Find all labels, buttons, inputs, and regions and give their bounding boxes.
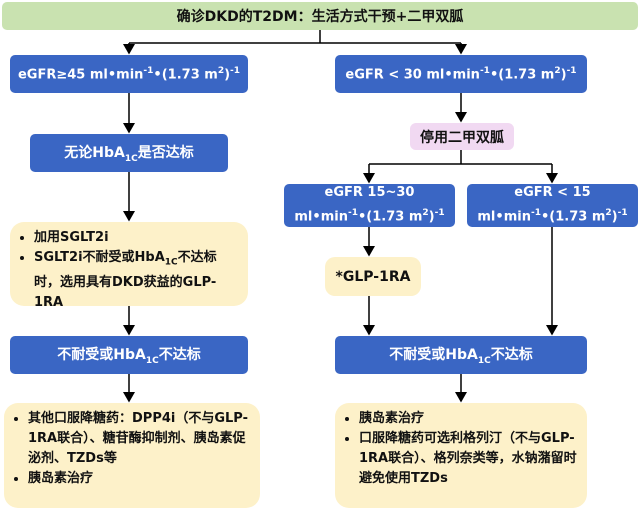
stop-metformin-box: 停用二甲双胍 xyxy=(410,123,514,150)
egfr-mid-line1: eGFR 15~30 xyxy=(324,185,415,201)
left-hba1c-box: 无论HbA1C是否达标 xyxy=(30,134,228,172)
left-final-list: 其他口服降糖药：DPP4i（不与GLP-1RA联合）、糖苷酶抑制剂、胰岛素促泌剂… xyxy=(12,409,252,489)
egfr-low-line2: ml•min-1•(1.73 m2)-1 xyxy=(477,208,628,225)
sglt2-list: 加用SGLT2i SGLT2i不耐受或HbA1C不达标时，选用具有DKD获益的G… xyxy=(18,228,240,313)
top-box: 确诊DKD的T2DM：生活方式干预+二甲双胍 xyxy=(2,2,638,30)
left-final-box: 其他口服降糖药：DPP4i（不与GLP-1RA联合）、糖苷酶抑制剂、胰岛素促泌剂… xyxy=(4,403,260,508)
egfr-low-box: eGFR < 15 ml•min-1•(1.73 m2)-1 xyxy=(467,184,638,227)
sglt2-item-2: SGLT2i不耐受或HbA1C不达标时，选用具有DKD获益的GLP-1RA xyxy=(34,248,240,313)
egfr-mid-line2: ml•min-1•(1.73 m2)-1 xyxy=(294,208,445,225)
egfr-mid-box: eGFR 15~30 ml•min-1•(1.73 m2)-1 xyxy=(284,184,455,227)
left-final-item-2: 胰岛素治疗 xyxy=(28,469,252,489)
right-intolerance-box: 不耐受或HbA1C不达标 xyxy=(335,336,587,374)
right-final-item-1: 胰岛素治疗 xyxy=(359,409,579,429)
right-final-item-2: 口服降糖药可选利格列汀（不与GLP-1RA联合）、格列奈类等，水钠潴留时避免使用… xyxy=(359,429,579,489)
left-hba1c-label: 无论HbA1C是否达标 xyxy=(64,145,194,164)
left-egfr-label: eGFR≥45 ml•min-1•(1.73 m2)-1 xyxy=(17,65,241,83)
egfr-low-line1: eGFR < 15 xyxy=(514,185,591,201)
stop-metformin-label: 停用二甲双胍 xyxy=(420,129,504,146)
left-final-item-1: 其他口服降糖药：DPP4i（不与GLP-1RA联合）、糖苷酶抑制剂、胰岛素促泌剂… xyxy=(28,409,252,469)
right-final-list: 胰岛素治疗 口服降糖药可选利格列汀（不与GLP-1RA联合）、格列奈类等，水钠潴… xyxy=(343,409,579,489)
right-final-box: 胰岛素治疗 口服降糖药可选利格列汀（不与GLP-1RA联合）、格列奈类等，水钠潴… xyxy=(335,403,587,508)
glp1-box: *GLP-1RA xyxy=(325,257,421,296)
right-egfr-box: eGFR < 30 ml•min-1•(1.73 m2)-1 xyxy=(335,55,587,93)
left-intolerance-label: 不耐受或HbA1C不达标 xyxy=(57,347,201,366)
left-intolerance-box: 不耐受或HbA1C不达标 xyxy=(10,336,248,374)
glp1-label: *GLP-1RA xyxy=(335,268,411,285)
left-egfr-box: eGFR≥45 ml•min-1•(1.73 m2)-1 xyxy=(10,55,248,93)
sglt2-box: 加用SGLT2i SGLT2i不耐受或HbA1C不达标时，选用具有DKD获益的G… xyxy=(10,222,248,310)
sglt2-item-1: 加用SGLT2i xyxy=(34,228,240,248)
right-intolerance-label: 不耐受或HbA1C不达标 xyxy=(389,347,533,366)
right-egfr-label: eGFR < 30 ml•min-1•(1.73 m2)-1 xyxy=(345,65,577,83)
top-box-label: 确诊DKD的T2DM：生活方式干预+二甲双胍 xyxy=(176,9,464,25)
